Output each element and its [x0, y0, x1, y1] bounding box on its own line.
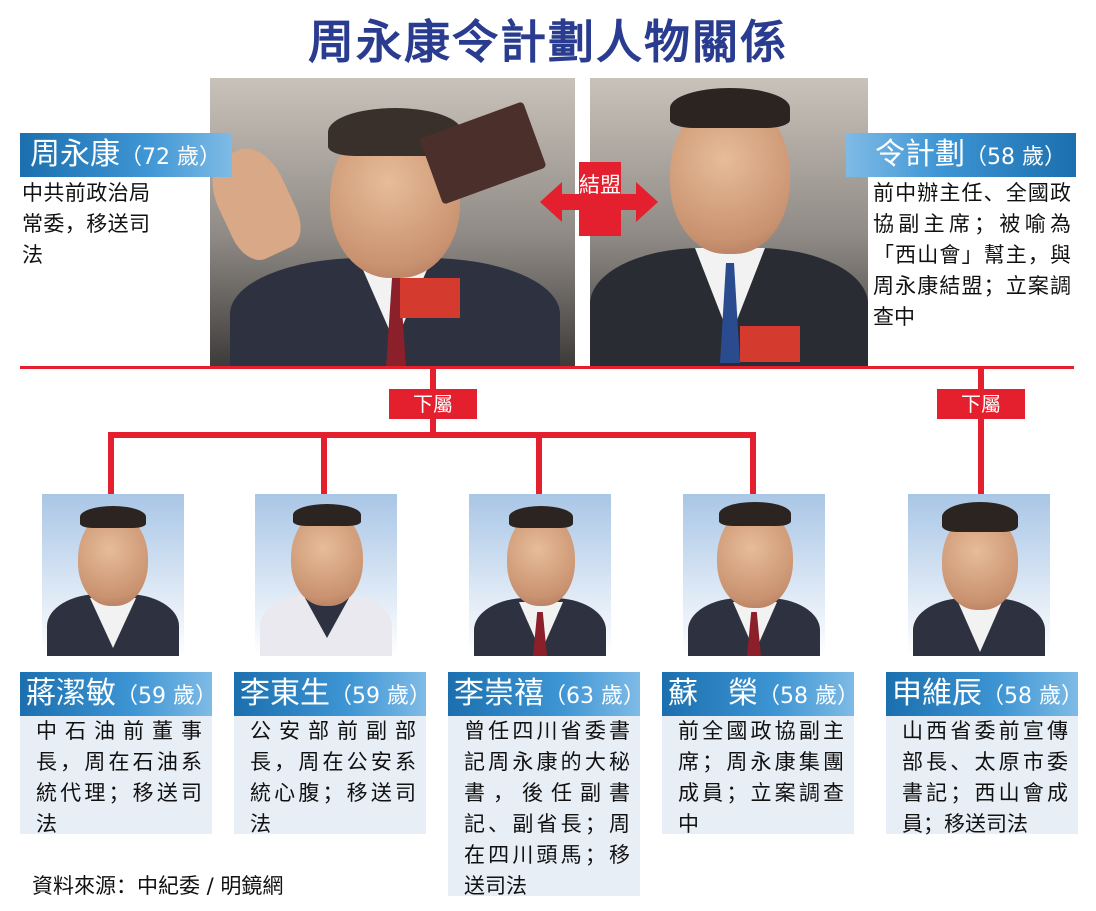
- subordinate-tag-left: 下屬: [389, 389, 477, 419]
- ling-jihua-photo: [590, 78, 868, 366]
- zhou-yongkang-name-bar: 周永康（72 歲）: [20, 133, 232, 177]
- jiang-jiemin-name-bar: 蔣潔敏（59 歲）: [20, 672, 217, 716]
- right-trunk-line: [978, 369, 984, 494]
- zhou-yongkang-age: （72 歲）: [120, 145, 221, 170]
- ling-jihua-description: 前中辦主任、全國政協副主席；被喻為「西山會」幫主，與周永康結盟；立案調查中: [873, 181, 1071, 329]
- li-dongsheng-description: 公安部前副部長，周在公安系統心腹；移送司法: [234, 716, 426, 836]
- top-divider-line: [20, 366, 1074, 369]
- jiang-jiemin-name: 蔣潔敏: [26, 676, 116, 711]
- page-title: 周永康令計劃人物關係: [308, 15, 788, 69]
- branch-line-3: [536, 432, 542, 494]
- shen-weichen-age: （58 歲）: [982, 684, 1083, 709]
- ling-jihua-age: （58 歲）: [965, 145, 1066, 170]
- shen-weichen-name: 申維辰: [892, 676, 982, 711]
- alliance-label: 結盟: [579, 162, 621, 236]
- li-chongxi-photo: [469, 494, 611, 656]
- jiang-jiemin-description: 中石油前董事長，周在石油系統代理；移送司法: [20, 716, 212, 836]
- zhou-yongkang-description: 中共前政治局常委，移送司法: [22, 181, 150, 267]
- branch-line-4: [750, 432, 756, 494]
- branch-line-1: [108, 432, 114, 494]
- li-chongxi-name: 李崇禧: [454, 676, 544, 711]
- subordinate-tag-right: 下屬: [937, 389, 1025, 419]
- li-dongsheng-name: 李東生: [240, 676, 330, 711]
- su-rong-name: 蘇 榮: [668, 676, 758, 711]
- su-rong-description: 前全國政協副主席；周永康集團成員；立案調查中: [662, 716, 854, 836]
- shen-weichen-description: 山西省委前宣傳部長、太原市委書記；西山會成員；移送司法: [886, 716, 1078, 836]
- su-rong-photo: [683, 494, 825, 656]
- jiang-jiemin-photo: [42, 494, 184, 656]
- shen-weichen-name-bar: 申維辰（58 歲）: [886, 672, 1083, 716]
- li-dongsheng-name-bar: 李東生（59 歲）: [234, 672, 431, 716]
- zhou-yongkang-name: 周永康: [30, 137, 120, 172]
- su-rong-age: （58 歲）: [758, 684, 859, 709]
- li-dongsheng-age: （59 歲）: [330, 684, 431, 709]
- zhou-yongkang-photo: [210, 78, 575, 366]
- source-note: 資料來源：中紀委 / 明鏡網: [32, 874, 284, 898]
- su-rong-name-bar: 蘇 榮（58 歲）: [662, 672, 859, 716]
- ling-jihua-name-bar: 令計劃（58 歲）: [846, 133, 1076, 177]
- left-horizontal-line: [108, 432, 756, 438]
- li-dongsheng-photo: [255, 494, 397, 656]
- ling-jihua-name: 令計劃: [875, 137, 965, 172]
- li-chongxi-description: 曾任四川省委書記周永康的大秘書，後任副書記、副省長；周在四川頭馬；移送司法: [448, 716, 640, 898]
- li-chongxi-age: （63 歲）: [544, 684, 645, 709]
- branch-line-2: [321, 432, 327, 494]
- jiang-jiemin-age: （59 歲）: [116, 684, 217, 709]
- li-chongxi-name-bar: 李崇禧（63 歲）: [448, 672, 645, 716]
- shen-weichen-photo: [908, 494, 1050, 656]
